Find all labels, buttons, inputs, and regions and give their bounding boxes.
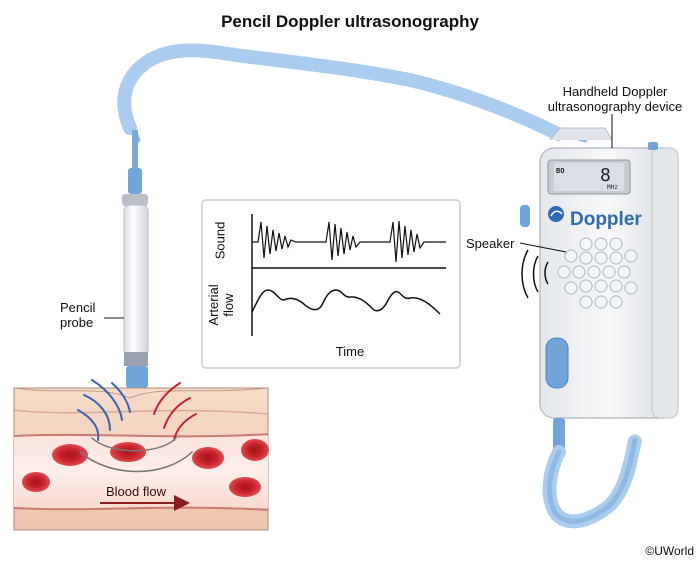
display-frequency-unit: MHz: [607, 184, 618, 191]
ultrasound-waves: [77, 379, 197, 473]
blood-flow-label: Blood flow: [106, 484, 166, 499]
copyright-notice: ©UWorld: [645, 544, 694, 558]
probe-label: Pencil probe: [60, 300, 95, 330]
coiled-cord-bottom: [542, 418, 642, 529]
device-label-line1: Handheld Doppler: [562, 84, 668, 99]
vessel-cross-section: [13, 387, 269, 531]
doppler-device[interactable]: [520, 127, 679, 419]
device-brand-logo: Doppler: [570, 209, 642, 230]
arterial-flow-waveform: [251, 289, 441, 315]
sound-waveform: [252, 220, 446, 263]
arterial-flow-label-line1: Arterial: [206, 284, 221, 326]
coiled-cord-top: [117, 43, 588, 143]
probe-cable: [132, 130, 138, 170]
device-label: Handheld Doppler ultrasonography device: [530, 84, 700, 114]
display-mode-indicator: BO: [556, 167, 565, 175]
sound-axis-label: Sound: [212, 221, 228, 260]
page-title: Pencil Doppler ultrasonography: [221, 12, 479, 31]
probe-cap: [128, 168, 142, 194]
display-frequency-value: 8: [600, 165, 611, 186]
probe-label-line2: probe: [60, 315, 94, 330]
device-label-line2: ultrasonography device: [547, 99, 683, 114]
waveform-panel: [201, 199, 461, 369]
speaker-grille: [557, 237, 638, 309]
sound-emission-icon: [521, 249, 549, 299]
arterial-flow-label-line2: flow: [221, 293, 236, 317]
arterial-flow-axis-label: Arterial flow: [206, 270, 236, 340]
speaker-label: Speaker: [466, 236, 515, 251]
red-blood-cells: [22, 439, 269, 497]
time-axis-label: Time: [335, 344, 365, 359]
probe-label-line1: Pencil: [60, 300, 96, 315]
speaker-leader-line: [519, 242, 567, 253]
pencil-probe[interactable]: [122, 194, 149, 388]
